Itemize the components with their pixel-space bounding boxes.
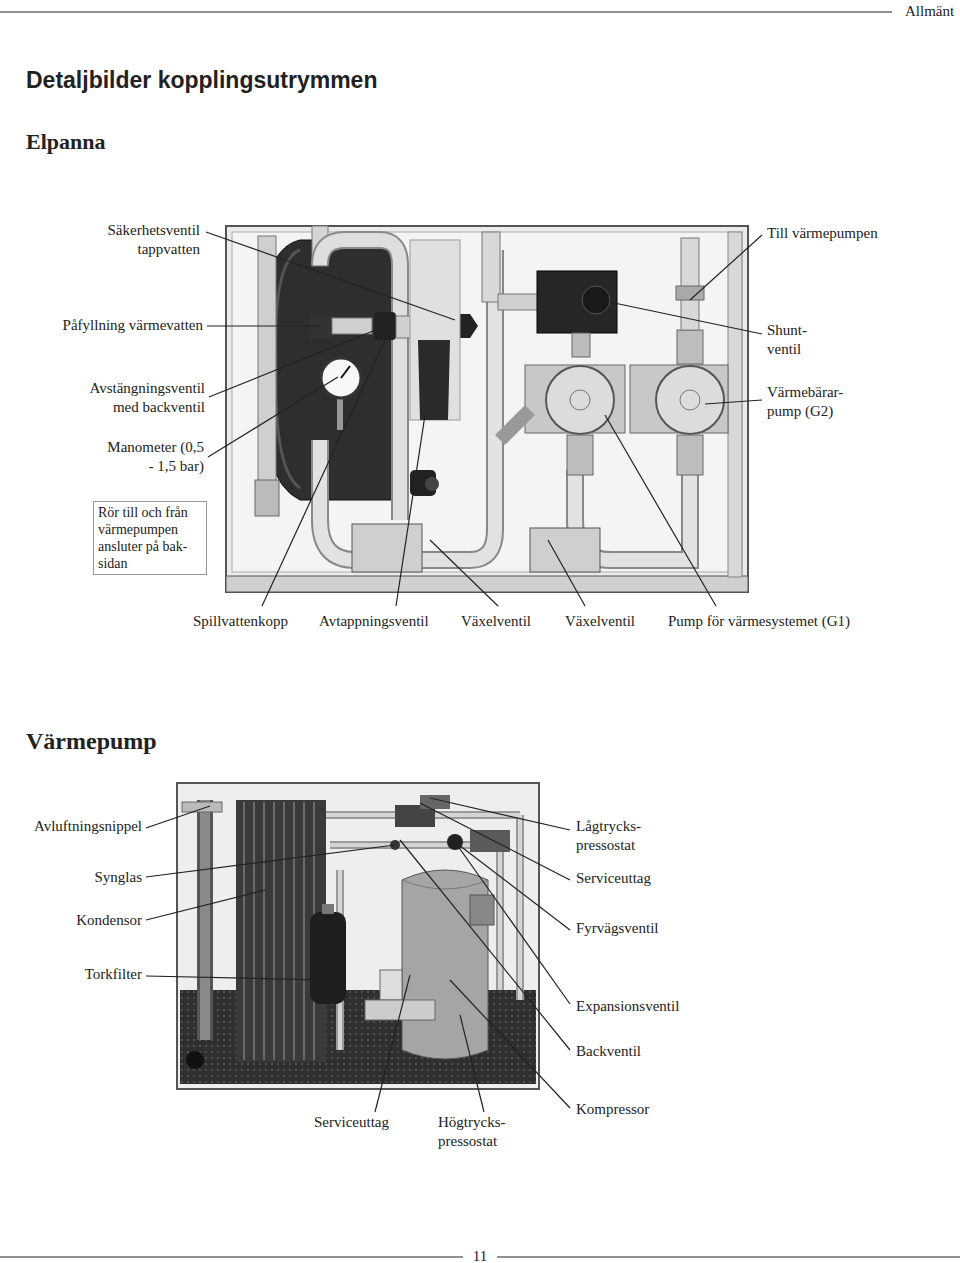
page-number: 11 [473,1247,487,1263]
callout-label: Påfyllning värmevatten [13,316,203,335]
callout-label: Kondensor [76,911,142,930]
callout-label: Till värmepumpen [767,224,878,243]
header-text: Allmänt [905,2,954,21]
section-heading: Elpanna [26,128,106,156]
callout-label: Expansionsventil [576,997,679,1016]
callout-label: Högtrycks-pressostat [438,1113,523,1151]
callout-label: Manometer (0,5 - 1,5 bar) [104,438,204,476]
callout-label: Avtappningsventil [319,612,429,631]
callout-label: Kompressor [576,1100,649,1119]
callout-label: Serviceuttag [576,869,651,888]
heat-pump-drawing [177,783,539,1089]
callout-label: Spillvattenkopp [193,612,288,631]
callout-label: Avluftningsnippel [34,817,142,836]
boiler-drawing [226,226,748,592]
callout-label: Fyrvägsventil [576,919,659,938]
callout-label: Backventil [576,1042,641,1061]
callout-label: Torkfilter [85,965,142,984]
callout-label: Serviceuttag [314,1113,389,1132]
callout-label: Shunt-ventil [767,321,827,359]
leader-lines [146,798,570,1112]
callout-label: Pump för värmesystemet (G1) [668,612,850,631]
callout-label: Växelventil [461,612,531,631]
leader-lines [206,232,762,606]
callout-label: Lågtrycks-pressostat [576,817,658,855]
callout-label: Synglas [94,868,142,887]
callout-label: Säkerhetsventil tappvatten [80,221,200,259]
note-text: Rör till och från värmepumpen ansluter p… [98,504,202,572]
callout-label: Värmebärar-pump (G2) [767,383,857,421]
callout-label: Växelventil [565,612,635,631]
note-box: Rör till och från värmepumpen ansluter p… [93,501,207,575]
callout-label: Avstängningsventil med backventil [65,379,205,417]
page-title: Detaljbilder kopplingsutrymmen [26,66,377,94]
section-heading: Värmepump [26,727,157,755]
